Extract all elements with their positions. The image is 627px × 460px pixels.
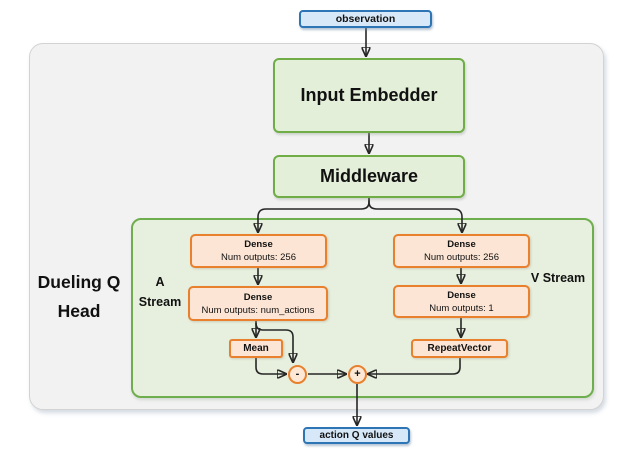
add-label: + [354,368,361,380]
v-dense-2-title: Dense [447,289,476,301]
a-dense-1-title: Dense [244,239,273,250]
observation-label: observation [335,13,396,25]
subtract-node: - [288,365,307,384]
v-dense-1-node: Dense Num outputs: 256 [393,234,530,268]
action-q-values-label: action Q values [319,430,394,441]
middleware-label: Middleware [319,166,419,186]
action-q-values-node: action Q values [303,427,410,444]
v-dense-2-node: Dense Num outputs: 1 [393,285,530,318]
a-dense-2-title: Dense [243,291,273,303]
dueling-q-head-label: Dueling Q Head [37,272,121,321]
a-stream-label: A Stream [138,275,182,309]
repeat-vector-label: RepeatVector [427,343,492,354]
mean-label: Mean [243,343,269,354]
observation-node: observation [299,10,432,28]
a-dense-2-node: Dense Num outputs: num_actions [188,286,328,321]
middleware-node: Middleware [273,155,465,198]
a-dense-1-node: Dense Num outputs: 256 [190,234,327,268]
input-embedder-node: Input Embedder [273,58,465,133]
v-dense-1-title: Dense [447,239,476,250]
a-dense-1-subtitle: Num outputs: 256 [221,252,296,263]
input-embedder-label: Input Embedder [300,85,438,105]
v-stream-label: V Stream [530,271,586,285]
add-node: + [348,365,367,384]
v-dense-1-subtitle: Num outputs: 256 [424,252,499,263]
subtract-label: - [295,368,300,380]
mean-node: Mean [229,339,283,358]
a-dense-2-subtitle: Num outputs: num_actions [201,304,315,316]
repeat-vector-node: RepeatVector [411,339,508,358]
v-dense-2-subtitle: Num outputs: 1 [429,302,494,314]
